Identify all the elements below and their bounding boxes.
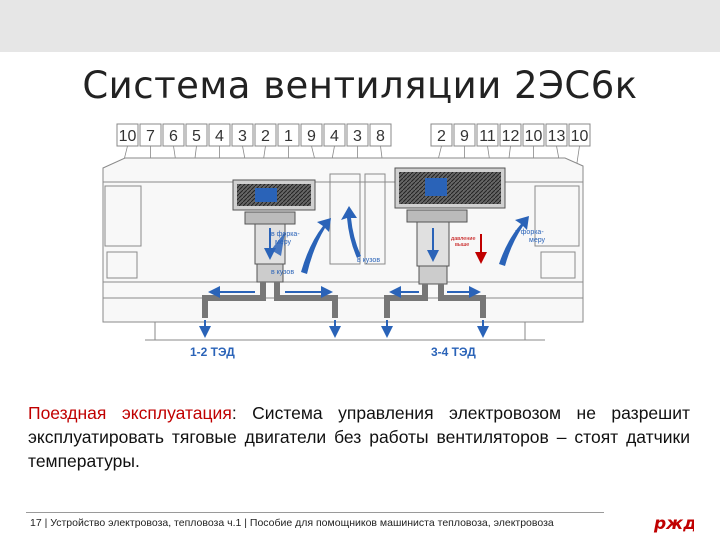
airflow-arrows <box>271 206 529 274</box>
svg-text:ржд: ржд <box>653 514 694 534</box>
callout-left-number-0: 10 <box>119 128 137 145</box>
callout-right-number-3: 12 <box>502 128 520 145</box>
callout-right-number-1: 9 <box>460 128 469 145</box>
fan-unit-right <box>381 167 506 338</box>
callout-left-number-3: 5 <box>192 128 201 145</box>
callout-right-number-0: 2 <box>437 128 446 145</box>
rzd-logo-icon: ржд <box>653 514 694 534</box>
body-label: Поездная эксплуатация <box>28 403 232 423</box>
callout-right-number-4: 10 <box>525 128 543 145</box>
top-bar <box>0 0 720 52</box>
body-text: Система управления электровозом не разре… <box>28 403 690 471</box>
locomotive-body <box>102 157 584 341</box>
body-colon: : <box>231 403 237 423</box>
label-to-body-center: в кузов <box>357 257 380 264</box>
label-to-body-left: в кузов <box>271 269 294 276</box>
body-paragraph: Поездная эксплуатация: Система управлени… <box>28 401 690 473</box>
label-to-chamber-left: в форка-меру <box>271 231 300 246</box>
label-motors-right: 3-4 ТЭД <box>431 345 476 359</box>
label-motors-left: 1-2 ТЭД <box>190 345 235 359</box>
callout-right-number-6: 10 <box>571 128 589 145</box>
callout-left-number-8: 9 <box>307 128 316 145</box>
footer-divider <box>26 512 604 513</box>
slide-title: Система вентиляции 2ЭС6к <box>82 64 638 107</box>
diagram-labels: в форка-меру в кузов в кузов в форка-мер… <box>190 229 546 359</box>
label-to-chamber-right: в форка-меру <box>515 229 546 244</box>
callout-left-number-9: 4 <box>330 128 339 145</box>
callout-right-number-5: 13 <box>548 128 566 145</box>
callout-left-number-7: 1 <box>284 128 293 145</box>
callout-left-number-10: 3 <box>353 128 362 145</box>
fan-unit-left <box>199 179 341 338</box>
callout-left-number-6: 2 <box>261 128 270 145</box>
callout-right-number-2: 11 <box>479 128 496 145</box>
callout-left-number-4: 4 <box>215 128 224 145</box>
callout-left-number-1: 7 <box>146 128 155 145</box>
callout-left-number-11: 8 <box>376 128 385 145</box>
footer-text: 17 | Устройство электровоза, тепловоза ч… <box>30 517 554 529</box>
callout-left-number-5: 3 <box>238 128 247 145</box>
callout-left-number-2: 6 <box>169 128 178 145</box>
